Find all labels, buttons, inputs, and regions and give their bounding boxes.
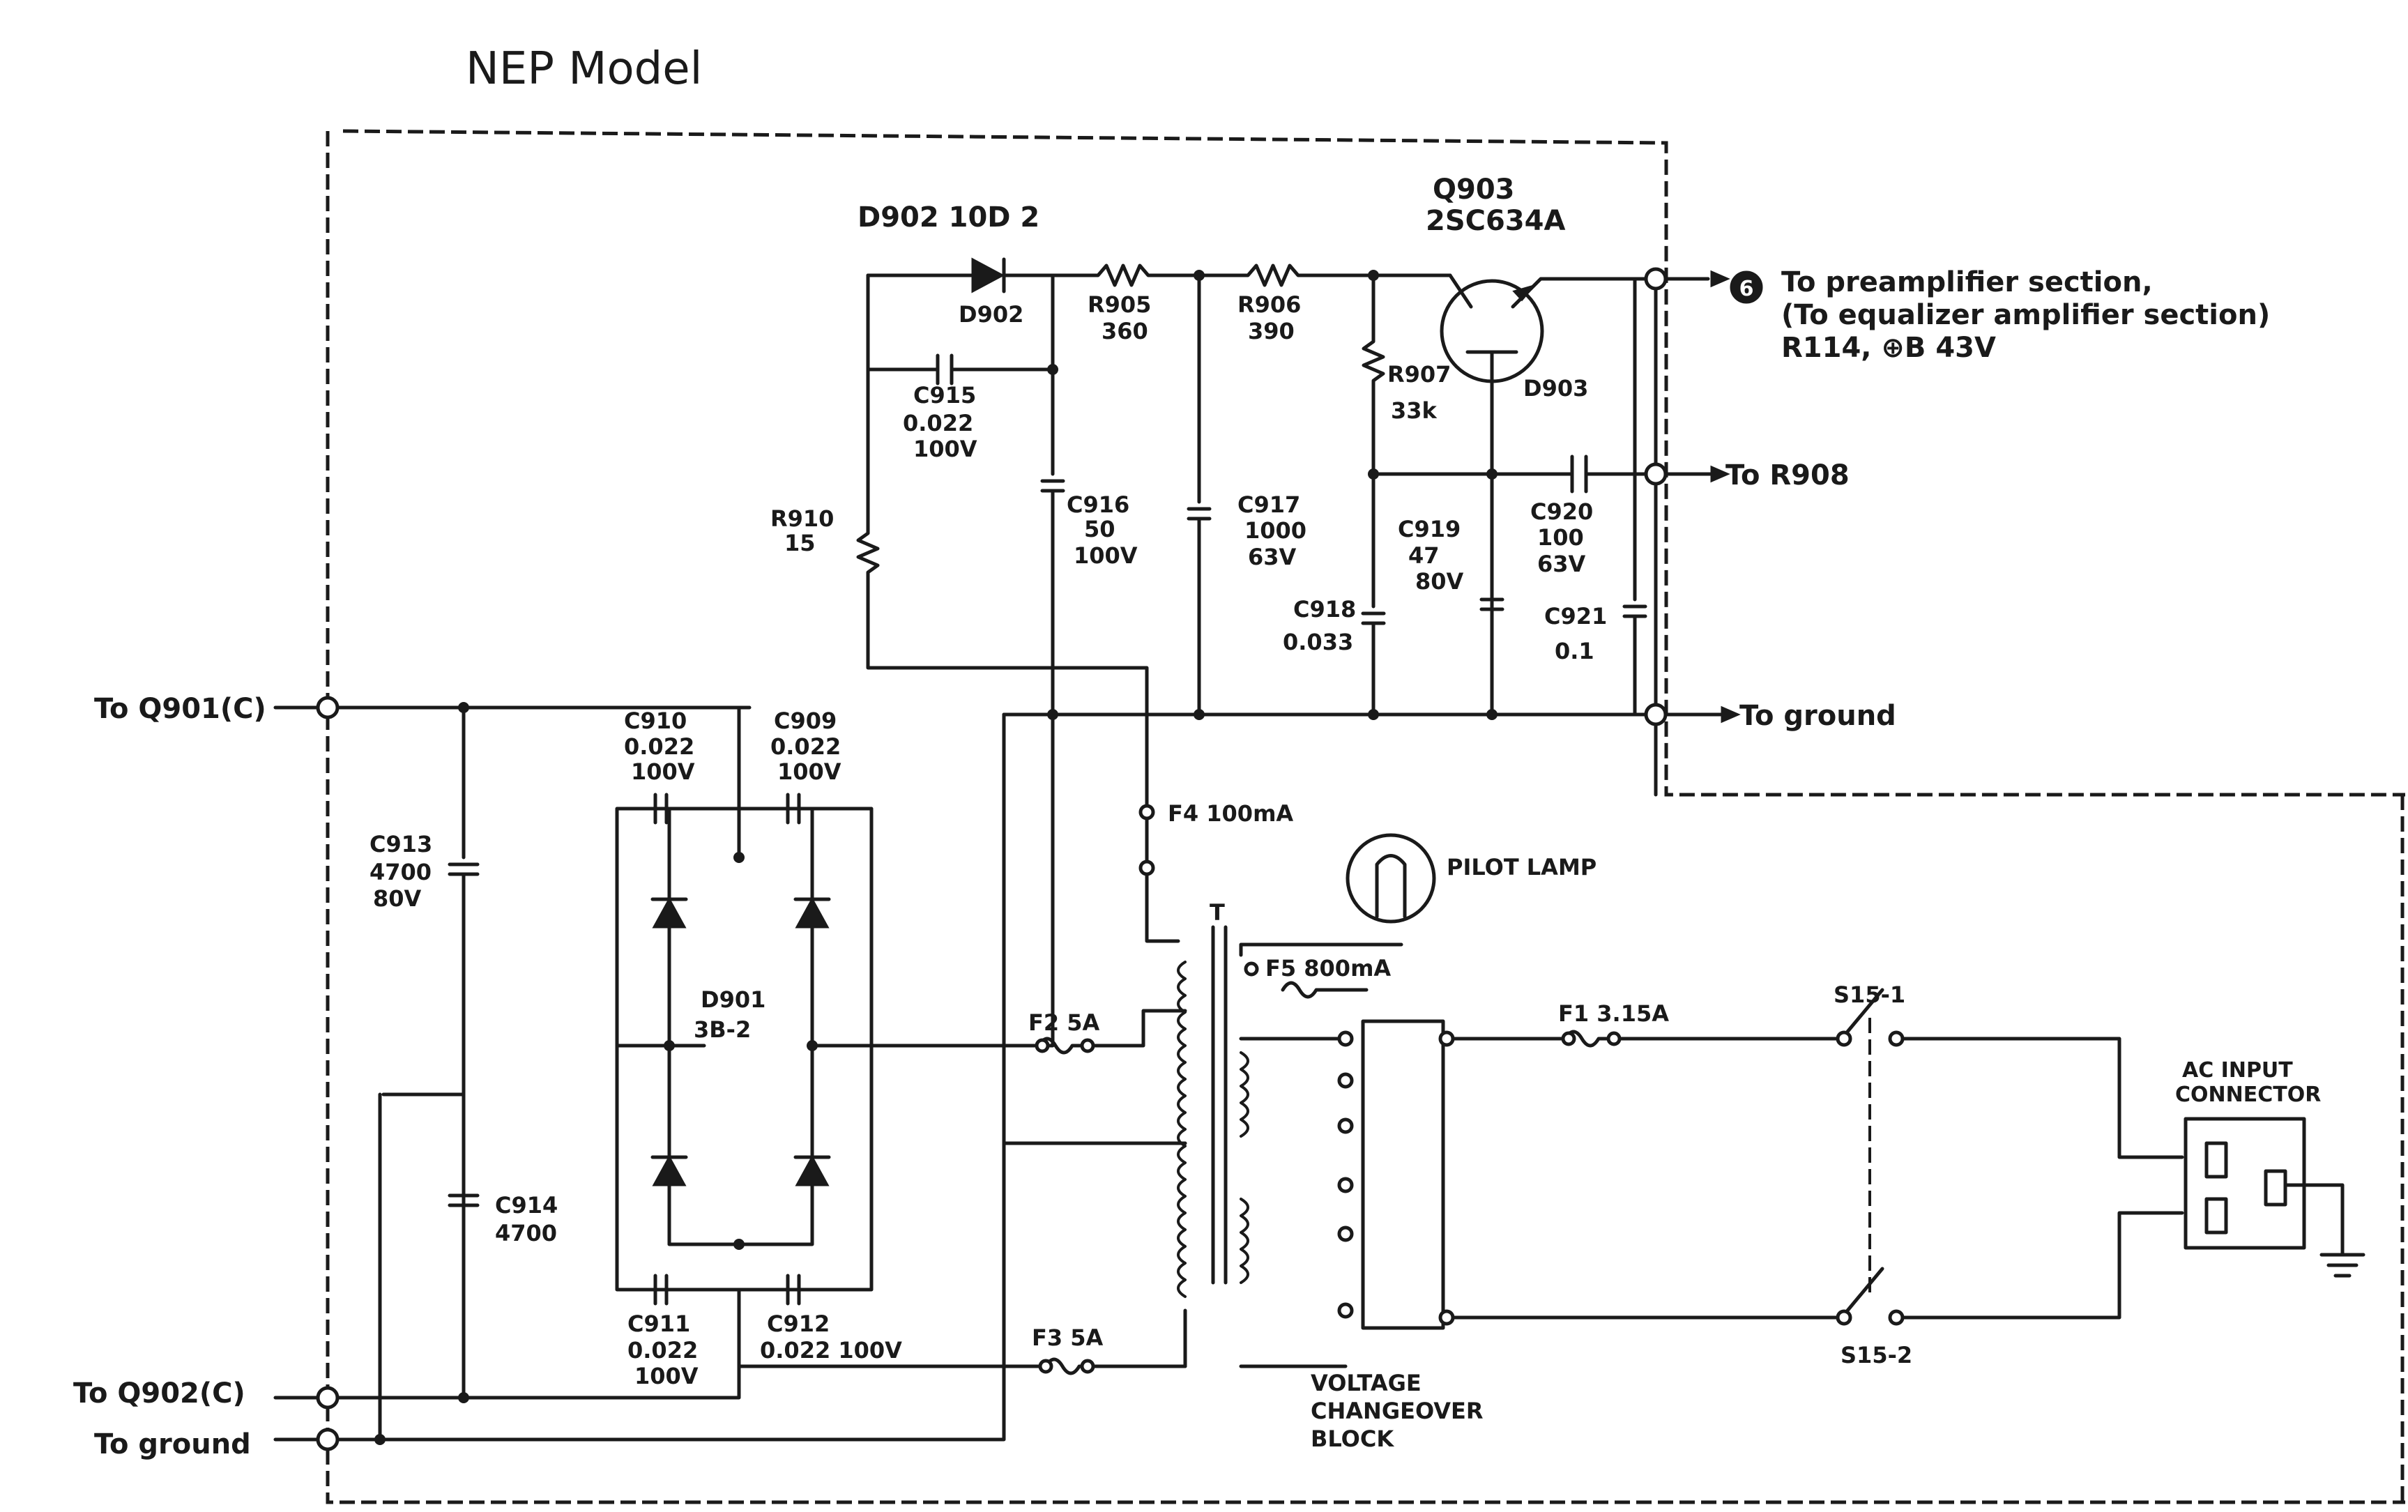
label-c909b: 0.022	[770, 733, 841, 760]
bridge-diode	[652, 896, 687, 929]
mains-section	[810, 803, 2365, 1368]
label-q903-type: 2SC634A	[1426, 205, 1565, 237]
label-c921a: C921	[1544, 603, 1607, 629]
label-pilot-lamp: PILOT LAMP	[1447, 854, 1597, 880]
label-c915c: 100V	[913, 436, 977, 462]
label-to-preamp: To preamplifier section,	[1781, 266, 2153, 298]
label-c921b: 0.1	[1555, 638, 1594, 664]
label-d902: D902	[959, 301, 1023, 328]
label-c919b: 47	[1408, 542, 1440, 569]
label-vcb2: CHANGEOVER	[1311, 1398, 1484, 1424]
label-c913c: 80V	[373, 885, 422, 912]
terminal-marker	[1730, 270, 1763, 304]
label-to-q901: To Q901(C)	[94, 693, 266, 725]
labels: D902 10D 2 Q903 2SC634A D902 R905 360 R9…	[73, 174, 2321, 1460]
label-c911c: 100V	[634, 1363, 699, 1389]
label-d901a: D901	[701, 986, 765, 1013]
label-f5: F5 800mA	[1265, 955, 1391, 982]
voltage-changeover-block	[1361, 1019, 1445, 1330]
label-c912v: 0.022 100V	[760, 1337, 902, 1364]
label-c913b: 4700	[369, 859, 432, 885]
regulator-section: 6	[326, 257, 1763, 1442]
label-t1c: R114, ⊕B 43V	[1781, 332, 1996, 364]
label-c915a: C915	[913, 382, 976, 408]
label-r905b: 360	[1102, 318, 1148, 344]
label-c909a: C909	[774, 708, 837, 734]
label-r905a: R905	[1088, 291, 1151, 318]
label-s15-2: S15-2	[1841, 1342, 1912, 1368]
label-r910b: 15	[784, 530, 816, 556]
label-to-ground-bottom: To ground	[94, 1428, 251, 1460]
label-f4: F4 100mA	[1168, 800, 1293, 827]
label-vcb3: BLOCK	[1311, 1426, 1394, 1452]
label-r907b: 33k	[1391, 397, 1438, 424]
label-t: T	[1210, 899, 1225, 926]
label-t1b: (To equalizer amplifier section)	[1781, 299, 2270, 331]
label-c920b: 100	[1537, 524, 1584, 551]
label-ac2: CONNECTOR	[2175, 1083, 2321, 1107]
label-d902-top: D902 10D 2	[858, 201, 1039, 234]
label-to-r908: To R908	[1725, 459, 1850, 491]
label-c914b: 4700	[495, 1220, 557, 1246]
label-c917c: 63V	[1248, 544, 1297, 570]
label-c910b: 0.022	[624, 733, 694, 760]
label-c910a: C910	[624, 708, 687, 734]
bridge-diode	[795, 896, 830, 929]
label-c919c: 80V	[1415, 568, 1464, 595]
label-c910c: 100V	[631, 758, 695, 785]
label-s15-1: S15-1	[1834, 982, 1905, 1008]
label-r910a: R910	[770, 505, 834, 532]
label-c909c: 100V	[777, 758, 841, 785]
label-c919a: C919	[1398, 516, 1461, 542]
label-f1: F1 3.15A	[1558, 1000, 1669, 1027]
label-c916c: 100V	[1074, 542, 1138, 569]
label-to-ground-top: To ground	[1739, 700, 1896, 732]
label-c920c: 63V	[1537, 551, 1586, 577]
pilot-lamp	[1346, 833, 1436, 924]
board-outline	[326, 129, 2405, 1504]
label-c912: C912	[767, 1311, 830, 1337]
label-c918b: 0.033	[1283, 629, 1353, 655]
bridge-diode	[652, 1154, 687, 1186]
label-f2: F2 5A	[1028, 1009, 1100, 1036]
label-c917b: 1000	[1244, 517, 1306, 544]
label-c917a: C917	[1237, 491, 1300, 518]
label-r906a: R906	[1237, 291, 1301, 318]
label-d903: D903	[1523, 375, 1588, 402]
label-to-q902: To Q902(C)	[73, 1377, 245, 1410]
label-c913a: C913	[369, 831, 432, 857]
label-c920a: C920	[1530, 498, 1593, 525]
diagram-title: NEP Model	[466, 43, 702, 95]
label-vcb1: VOLTAGE	[1311, 1370, 1422, 1396]
label-c914a: C914	[495, 1192, 558, 1219]
label-ac-input: AC INPUT	[2182, 1058, 2293, 1083]
label-c916b: 50	[1084, 516, 1115, 542]
label-q903: Q903	[1433, 174, 1515, 206]
label-r907a: R907	[1387, 361, 1451, 388]
label-d901b: 3B-2	[694, 1016, 751, 1043]
label-c911b: 0.022	[627, 1337, 698, 1364]
label-r906b: 390	[1248, 318, 1295, 344]
label-c916a: C916	[1067, 491, 1129, 518]
label-marker: 6	[1739, 277, 1754, 301]
bridge-diode	[795, 1154, 830, 1186]
diode-d902	[971, 257, 1005, 293]
label-f3: F3 5A	[1032, 1324, 1104, 1351]
label-c918a: C918	[1293, 596, 1356, 623]
label-c911a: C911	[627, 1311, 690, 1337]
label-c915b: 0.022	[903, 410, 973, 436]
